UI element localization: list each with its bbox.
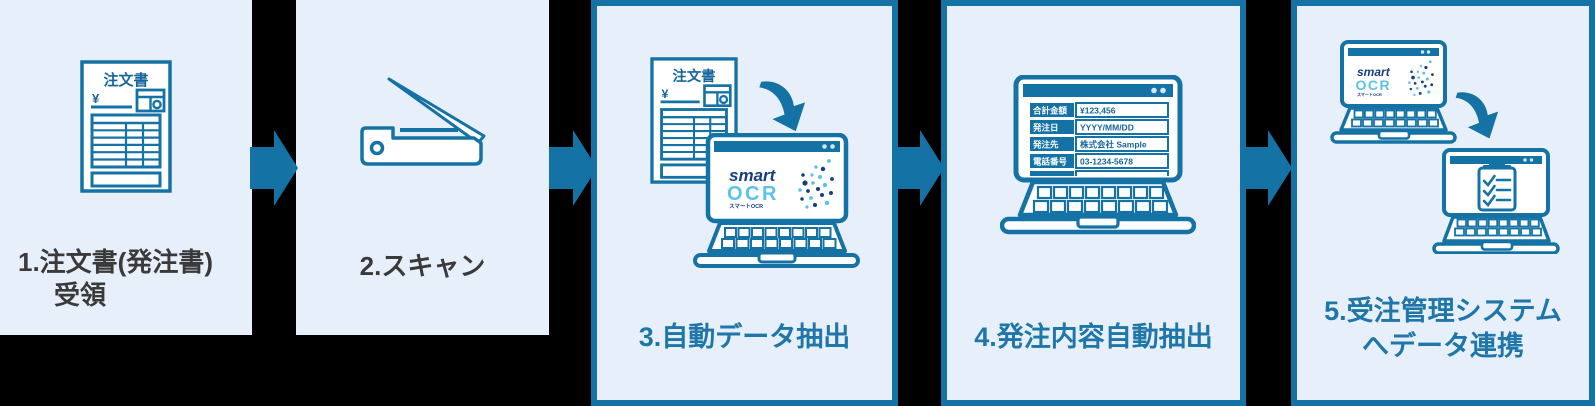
keyboard-keys bbox=[1454, 218, 1542, 237]
smartocr-logo: smart OCR スマートOCR bbox=[1356, 60, 1434, 97]
curved-arrow-icon bbox=[759, 81, 806, 132]
table-row-label: 発注先 bbox=[1032, 140, 1059, 150]
table-row-label: 電話番号 bbox=[1033, 157, 1068, 167]
flow-arrow-4 bbox=[1244, 130, 1292, 206]
logo-smart-text: smart bbox=[729, 166, 777, 185]
keyboard-keys bbox=[1351, 109, 1439, 128]
table-row-value: 03-1234-5678 bbox=[1080, 157, 1133, 167]
scanner-icon bbox=[360, 77, 486, 166]
keyboard-keys bbox=[721, 227, 837, 249]
extracted-data-table: 合計金額 ¥123,456 発注日 YYYY/MM/DD 発注先 株式会社 Sa… bbox=[1030, 102, 1169, 176]
step-1-label-line2: 受領 bbox=[54, 280, 107, 310]
flow-arrow-2 bbox=[549, 130, 597, 206]
laptop-data-table-icon: 合計金額 ¥123,456 発注日 YYYY/MM/DD 発注先 株式会社 Sa… bbox=[1000, 75, 1196, 235]
step-panel-4: 合計金額 ¥123,456 発注日 YYYY/MM/DD 発注先 株式会社 Sa… bbox=[941, 0, 1246, 406]
yen-symbol: ¥ bbox=[92, 91, 100, 106]
smartocr-logo: smart OCR スマートOCR bbox=[727, 159, 834, 210]
document-title: 注文書 bbox=[673, 67, 716, 85]
step-1-label-line1: 1.注文書(発注書) bbox=[18, 247, 214, 277]
document-title: 注文書 bbox=[103, 71, 148, 89]
calculator-icon bbox=[703, 84, 732, 108]
table-row-label: 合計金額 bbox=[1032, 106, 1068, 116]
step-panel-1: 注文書 ¥ 1.注文書(発注書) bbox=[0, 0, 252, 335]
logo-sub-text: スマートOCR bbox=[729, 203, 763, 210]
curved-arrow-icon bbox=[1455, 92, 1499, 139]
order-document-icon: 注文書 ¥ bbox=[80, 60, 172, 193]
table-row-value: ¥123,456 bbox=[1080, 106, 1116, 116]
flow-arrow-1 bbox=[250, 130, 298, 206]
laptop-smartocr-small-icon: smart OCR スマートOCR bbox=[1330, 40, 1457, 144]
laptop-smartocr-icon: smart OCR スマートOCR bbox=[693, 133, 860, 268]
clipboard-checklist-icon bbox=[1477, 161, 1517, 212]
step-panel-3: 注文書 ¥ bbox=[591, 0, 898, 406]
keyboard-keys bbox=[1032, 185, 1169, 214]
logo-ocr-text: OCR bbox=[1356, 77, 1392, 93]
step-5-label-line1: 5.受注管理システム bbox=[1324, 296, 1562, 326]
table-row-label: 発注日 bbox=[1032, 123, 1059, 133]
step-1-label: 1.注文書(発注書) 受領 bbox=[18, 246, 213, 312]
step-4-label: 4.発注内容自動抽出 bbox=[974, 322, 1213, 352]
calculator-icon bbox=[135, 88, 166, 113]
order-document-icon: 注文書 ¥ bbox=[650, 57, 738, 184]
logo-smart-text: smart bbox=[1357, 65, 1391, 79]
document-table bbox=[90, 113, 162, 188]
step-3-label: 3.自動データ抽出 bbox=[638, 322, 851, 352]
table-row-value: YYYY/MM/DD bbox=[1080, 123, 1134, 133]
yen-symbol: ¥ bbox=[662, 87, 669, 101]
step-2-label: 2.スキャン bbox=[359, 251, 486, 281]
step-5-label: 5.受注管理システム へデータ連携 bbox=[1297, 294, 1589, 364]
laptop-order-system-icon bbox=[1432, 148, 1560, 254]
flow-arrow-3 bbox=[896, 130, 944, 206]
step-panel-5: smart OCR スマートOCR bbox=[1291, 0, 1595, 406]
logo-sub-text: スマートOCR bbox=[1357, 92, 1382, 97]
step-5-label-line2: へデータ連携 bbox=[1362, 331, 1524, 361]
step-panel-2: 2.スキャン bbox=[296, 0, 549, 335]
table-row-value: 株式会社 Sample bbox=[1080, 140, 1147, 150]
logo-ocr-text: OCR bbox=[727, 183, 779, 205]
starburst-icon bbox=[798, 159, 834, 209]
